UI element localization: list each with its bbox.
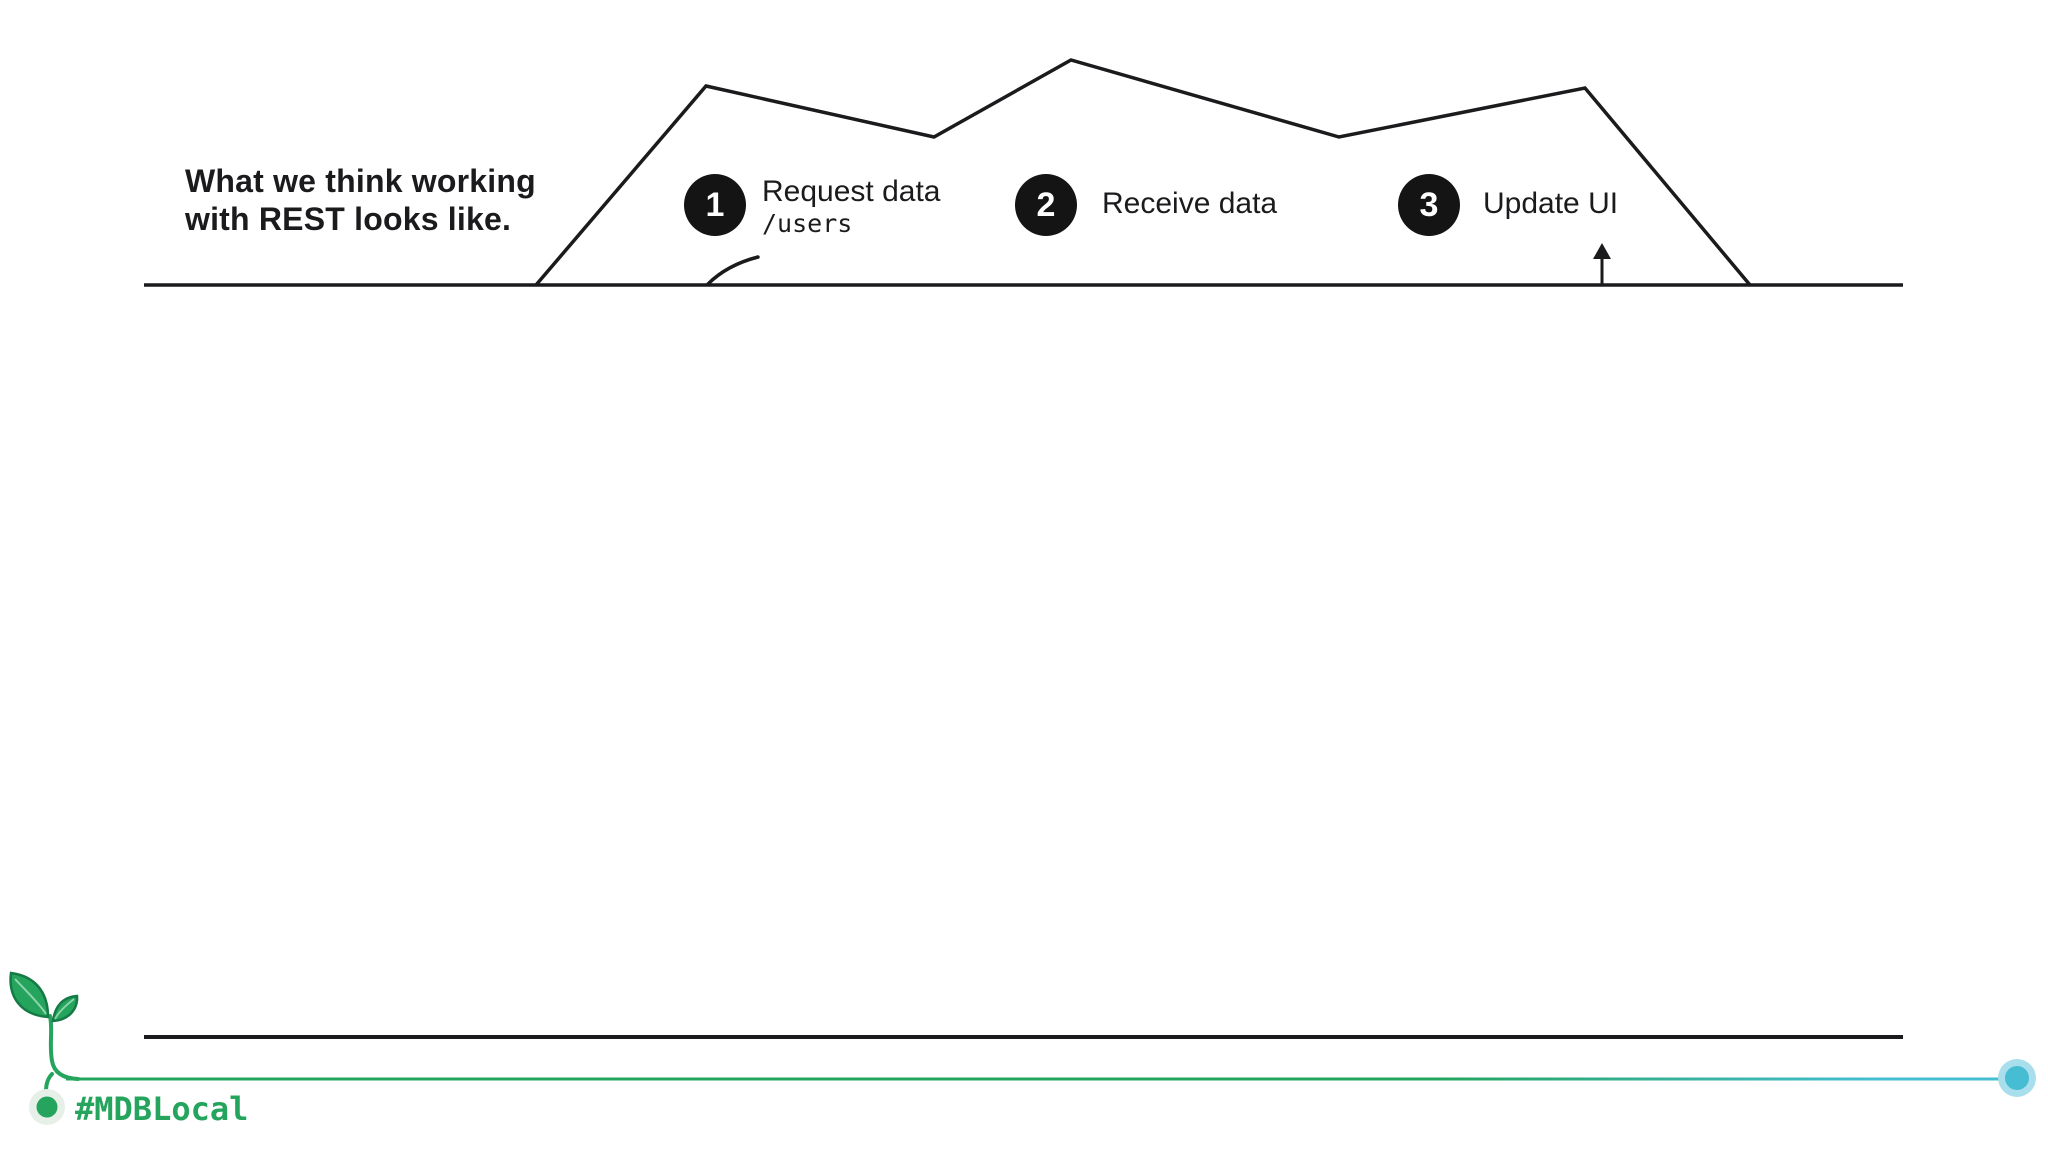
trail-start-curve <box>706 255 760 286</box>
title-line-1: What we think working <box>185 163 536 199</box>
progress-endpoint-dot <box>1998 1059 2036 1097</box>
step-1-number-badge: 1 <box>684 174 746 236</box>
step-2-label: Receive data <box>1102 187 1278 220</box>
step-1-endpoint-label: /users <box>762 209 853 238</box>
up-arrow-icon <box>1593 243 1611 285</box>
event-hashtag: #MDBLocal <box>75 1090 249 1128</box>
step-3-number-badge: 3 <box>1398 174 1460 236</box>
step-3-label: Update UI <box>1483 187 1619 220</box>
slide-title: What we think working with REST looks li… <box>185 162 536 238</box>
step-1-label: Request data <box>762 175 941 208</box>
mountain-outline <box>534 58 1752 287</box>
step-2-number-badge: 2 <box>1015 174 1077 236</box>
sprout-icon <box>9 971 80 1125</box>
title-line-2: with REST looks like. <box>185 201 512 237</box>
